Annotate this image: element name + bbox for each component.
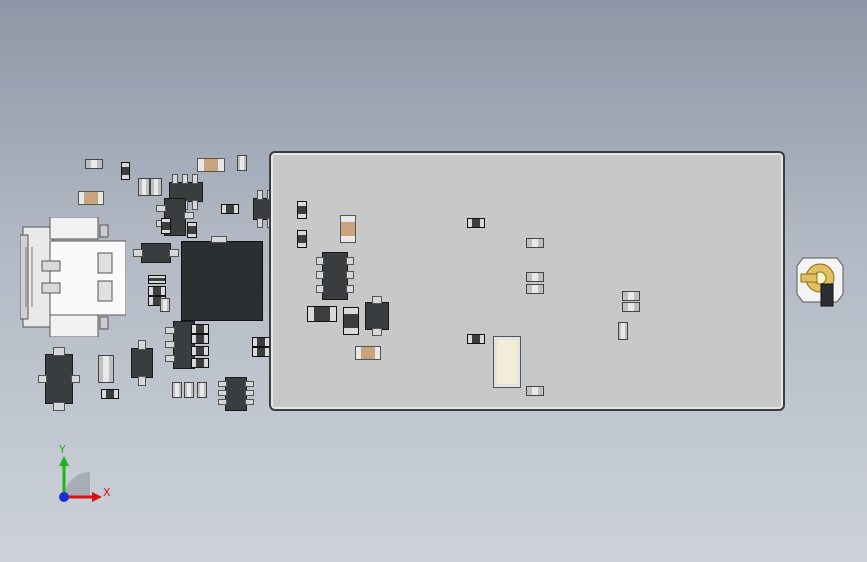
capacitor <box>101 389 119 399</box>
component-pin <box>245 381 254 387</box>
component-pin <box>316 285 324 293</box>
resistor <box>622 302 640 312</box>
capacitor <box>197 158 225 172</box>
component-pin <box>182 174 188 184</box>
component-pin <box>346 257 354 265</box>
ic-mcu <box>181 241 263 321</box>
capacitor <box>148 275 166 284</box>
coordinate-triad-icon <box>48 442 118 512</box>
component-pin <box>138 376 146 386</box>
component-pin <box>133 249 143 257</box>
capacitor <box>191 346 209 356</box>
resistor <box>526 284 544 294</box>
component-pin <box>211 236 227 243</box>
component-pin <box>346 285 354 293</box>
component-pin <box>218 381 227 387</box>
fuse <box>493 336 521 388</box>
component-pin <box>245 399 254 405</box>
capacitor <box>355 346 381 360</box>
capacitor <box>307 306 337 322</box>
resistor <box>526 238 544 248</box>
component-pin <box>156 205 166 212</box>
capacitor <box>252 347 270 357</box>
component-pin <box>71 375 80 383</box>
component-pin <box>316 271 324 279</box>
capacitor <box>187 222 197 238</box>
component-pin <box>165 341 175 348</box>
resistor <box>98 355 114 383</box>
capacitor <box>161 218 171 234</box>
usb-connector-icon <box>19 216 127 338</box>
crystal-oscillator-icon <box>795 254 845 310</box>
component-pin <box>192 200 198 210</box>
component-pin <box>169 249 179 257</box>
component-pin <box>38 375 47 383</box>
component-pin <box>165 355 175 362</box>
component-pin <box>53 347 65 356</box>
diode <box>131 348 153 378</box>
capacitor <box>221 204 239 214</box>
component-pin <box>257 218 263 228</box>
component-pin <box>172 174 178 184</box>
resistor <box>160 298 170 312</box>
capacitor <box>121 162 130 180</box>
component-pin <box>346 271 354 279</box>
resistor <box>85 159 103 169</box>
component-pin <box>316 257 324 265</box>
component-pin <box>372 328 382 336</box>
triad-y-label: Y <box>59 443 66 456</box>
ic-sot223 <box>45 354 73 404</box>
resistor <box>138 178 150 196</box>
resistor <box>184 382 194 398</box>
component-pin <box>372 296 382 304</box>
capacitor <box>343 307 359 335</box>
capacitor <box>340 215 356 243</box>
capacitor <box>467 334 485 344</box>
component-pin <box>165 327 175 334</box>
capacitor <box>148 286 166 296</box>
component-pin <box>257 190 263 200</box>
resistor <box>526 386 544 396</box>
capacitor <box>467 218 485 228</box>
component-pin <box>184 212 194 219</box>
component-pin <box>218 390 227 396</box>
component-pin <box>192 174 198 184</box>
capacitor <box>297 201 307 219</box>
resistor <box>150 178 162 196</box>
resistor <box>526 272 544 282</box>
ic-sot23-6 <box>225 377 247 411</box>
resistor <box>622 291 640 301</box>
diode <box>141 243 171 263</box>
component-pin <box>245 390 254 396</box>
capacitor <box>191 324 209 334</box>
capacitor <box>78 191 104 205</box>
component-pin <box>53 402 65 411</box>
resistor <box>197 382 207 398</box>
capacitor <box>191 334 209 344</box>
component-pin <box>138 340 146 350</box>
ic-soic8 <box>322 252 348 300</box>
diode <box>365 302 389 330</box>
triad-x-label: X <box>103 486 111 499</box>
component-pin <box>218 399 227 405</box>
capacitor <box>252 337 270 347</box>
resistor <box>237 155 247 171</box>
resistor <box>618 322 628 340</box>
capacitor <box>297 230 307 248</box>
capacitor <box>191 358 209 368</box>
resistor <box>172 382 182 398</box>
